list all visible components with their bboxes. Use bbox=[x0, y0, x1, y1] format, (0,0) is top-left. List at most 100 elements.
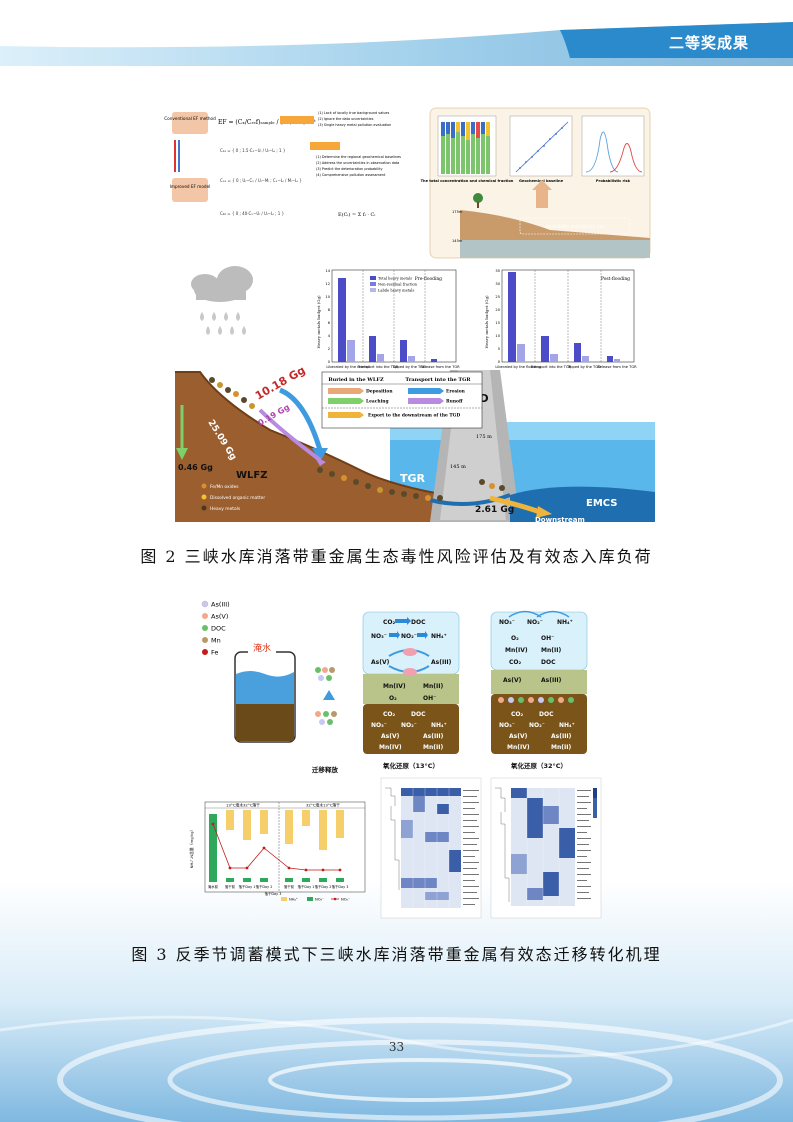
improved-label: Improved EF model bbox=[170, 184, 211, 189]
svg-text:NO₂⁻: NO₂⁻ bbox=[341, 898, 350, 902]
process-legend: Buried in the WLFZ Transport into the TG… bbox=[321, 371, 483, 429]
conventional-label: Conventional EF method bbox=[164, 116, 216, 121]
rain-drops-icon bbox=[200, 312, 246, 335]
svg-text:As(III): As(III) bbox=[211, 601, 230, 609]
svg-text:Mn(IV): Mn(IV) bbox=[383, 683, 406, 690]
svg-text:Transport into the TGR: Transport into the TGR bbox=[357, 365, 399, 369]
stacked-bars bbox=[441, 122, 490, 174]
svg-text:As(III): As(III) bbox=[431, 659, 452, 666]
svg-text:落干前: 落干前 bbox=[225, 884, 236, 889]
svg-text:Release from the TGR: Release from the TGR bbox=[420, 365, 460, 369]
svg-text:Downstream: Downstream bbox=[535, 516, 585, 524]
particles-32 bbox=[498, 697, 574, 703]
svg-text:Liberated by the flooding: Liberated by the flooding bbox=[495, 365, 540, 369]
svg-text:Leaching: Leaching bbox=[366, 400, 389, 405]
svg-text:Transport into the TGR: Transport into the TGR bbox=[530, 365, 572, 369]
svg-text:As(III): As(III) bbox=[551, 733, 572, 740]
svg-text:(1) Determine the regional geo: (1) Determine the regional geochemical b… bbox=[316, 155, 401, 159]
svg-text:NH₄⁺: NH₄⁺ bbox=[431, 633, 447, 640]
ef-formula: EF = (Cₓ/Cᵣₑf)ₛₐₘₚₗₑ / (Cₓ/Cᵣₑf)ᶜʳᵘˢᵗ bbox=[218, 119, 316, 126]
svg-text:NO₃⁻: NO₃⁻ bbox=[315, 898, 324, 902]
svg-text:13°C淹水32°C落干: 13°C淹水32°C落干 bbox=[226, 803, 260, 808]
svg-text:Mn(IV): Mn(IV) bbox=[379, 744, 402, 751]
svg-text:As(V): As(V) bbox=[503, 677, 522, 684]
svg-text:Liberated by the rainfall: Liberated by the rainfall bbox=[326, 365, 369, 369]
svg-text:落干前: 落干前 bbox=[284, 884, 295, 889]
svg-text:NH₄⁺: NH₄⁺ bbox=[557, 619, 573, 626]
svg-text:10: 10 bbox=[495, 334, 500, 338]
svg-text:The total concentration and ch: The total concentration and chemical fra… bbox=[421, 179, 514, 183]
svg-text:25: 25 bbox=[495, 295, 500, 299]
redox-panel-32: NO₃⁻ NO₂⁻ NH₄⁺ O₂ OH⁻ Mn(IV) Mn(II) CO₂ … bbox=[490, 610, 588, 754]
svg-text:Mn(IV): Mn(IV) bbox=[505, 647, 528, 654]
svg-text:As mobility and toxicity risk: As mobility and toxicity risk bbox=[546, 224, 605, 229]
cloud-icon bbox=[191, 266, 253, 302]
svg-text:淹水: 淹水 bbox=[253, 642, 271, 654]
svg-text:Mn(II): Mn(II) bbox=[541, 647, 561, 654]
svg-text:DOC: DOC bbox=[211, 625, 226, 633]
svg-text:15: 15 bbox=[495, 321, 500, 325]
svg-text:NO₂⁻: NO₂⁻ bbox=[527, 619, 543, 626]
nitrogen-chart: 13°C淹水32°C落干 32°C淹水13°C落干 NH₄⁺-N含量（mg/kg… bbox=[189, 801, 366, 902]
svg-text:Fe/Mn oxides: Fe/Mn oxides bbox=[210, 484, 239, 490]
svg-text:落干Day 1: 落干Day 1 bbox=[239, 884, 256, 889]
svg-text:20: 20 bbox=[495, 308, 500, 312]
figure-2-caption: 图 2 三峡水库消落带重金属生态毒性风险评估及有效态入库负荷 bbox=[140, 547, 653, 566]
svg-text:145m: 145m bbox=[452, 239, 463, 243]
svg-text:淹水前: 淹水前 bbox=[208, 884, 219, 889]
svg-text:Transport into the TGR: Transport into the TGR bbox=[405, 377, 471, 383]
svg-text:NO₃⁻: NO₃⁻ bbox=[499, 619, 515, 626]
element-legend: As(III) As(V) DOC Mn Fe bbox=[201, 601, 230, 657]
svg-text:(2) Address the uncertainties: (2) Address the uncertainties in observa… bbox=[316, 161, 399, 165]
svg-text:Cₓₑ = { 0 ; Uᵢ−Cₓ / Uᵢ−Mᵢ ;: Cₓₑ = { 0 ; Uᵢ−Cₓ / Uᵢ−Mᵢ ; Cₓ−Lᵢ / Mᵢ−L… bbox=[220, 178, 302, 183]
svg-text:E(Cᵢ) = Σ fᵢ · Cᵢ: E(Cᵢ) = Σ fᵢ · Cᵢ bbox=[338, 211, 375, 218]
svg-text:NO₃⁻: NO₃⁻ bbox=[371, 722, 387, 729]
svg-text:Tipped by the TGD: Tipped by the TGD bbox=[566, 365, 601, 369]
svg-text:Mn(II): Mn(II) bbox=[423, 683, 443, 690]
heatmap-32 bbox=[490, 777, 602, 919]
svg-text:145 m: 145 m bbox=[450, 464, 466, 470]
piecewise-formulas: C₁ₐ = { 0 ; 1.5·Cₓ−Uᵢ / Uᵢ−Lᵢ ; 1 } Cₓₑ … bbox=[220, 148, 302, 216]
svg-text:Buried in the WLFZ: Buried in the WLFZ bbox=[328, 377, 384, 383]
svg-text:C₁ₐ = { 0 ; 1.5·Cₓ−Uᵢ / Uᵢ−Lᵢ: C₁ₐ = { 0 ; 1.5·Cₓ−Uᵢ / Uᵢ−Lᵢ ; 1 } bbox=[220, 148, 286, 153]
svg-text:(4) Comprehensive pollution as: (4) Comprehensive pollution assessment bbox=[316, 173, 386, 177]
post-flooding-chart: Post-flooding Heavy metals budget (Gg) 0… bbox=[484, 269, 637, 369]
label-migration: 迁移释放 bbox=[312, 765, 339, 774]
particles bbox=[209, 377, 505, 501]
svg-text:DOC: DOC bbox=[541, 659, 556, 666]
label-redox-13: 氧化还原（13°C） bbox=[382, 761, 439, 770]
redox-panel-13: CO₂ DOC NO₃⁻ NO₂⁻ NH₄⁺ As(V) As(III) Mn(… bbox=[362, 611, 460, 754]
svg-text:OH⁻: OH⁻ bbox=[541, 635, 554, 642]
svg-text:NO₃⁻: NO₃⁻ bbox=[499, 722, 515, 729]
svg-text:CO₂: CO₂ bbox=[383, 619, 396, 626]
svg-text:CO₂: CO₂ bbox=[383, 711, 396, 718]
figure-2: Conventional EF method Improved EF model… bbox=[160, 100, 655, 530]
svg-text:2: 2 bbox=[328, 347, 330, 351]
svg-text:CO₂: CO₂ bbox=[511, 711, 524, 718]
background-wave bbox=[0, 880, 793, 1122]
svg-text:NH₄⁺: NH₄⁺ bbox=[559, 722, 575, 729]
svg-text:Non-residual fraction: Non-residual fraction bbox=[378, 283, 418, 287]
svg-text:Mn(IV): Mn(IV) bbox=[507, 744, 530, 751]
pre-flooding-chart: Pre-flooding Heavy metals budget (Gg) 0 … bbox=[316, 269, 460, 369]
svg-text:175 m: 175 m bbox=[476, 434, 492, 440]
flood-tank: 淹水 bbox=[234, 640, 296, 743]
svg-text:O₂: O₂ bbox=[511, 635, 519, 642]
svg-text:Tipped by the TGD: Tipped by the TGD bbox=[391, 365, 426, 369]
erosion-arrow bbox=[278, 387, 323, 451]
svg-text:6: 6 bbox=[328, 321, 331, 325]
svg-text:落干Day 1: 落干Day 1 bbox=[298, 884, 315, 889]
svg-text:Mn: Mn bbox=[211, 637, 221, 645]
figure-2-graphic: Conventional EF method Improved EF model… bbox=[164, 107, 655, 524]
svg-text:12: 12 bbox=[325, 282, 330, 286]
svg-text:As(V): As(V) bbox=[371, 659, 390, 666]
svg-text:落干Day 2: 落干Day 2 bbox=[256, 884, 273, 889]
svg-text:(1) Lack of locally true backg: (1) Lack of locally true background valu… bbox=[318, 111, 389, 115]
page-number: 33 bbox=[388, 1040, 405, 1054]
heatmap-13 bbox=[380, 777, 482, 919]
conventional-box bbox=[172, 112, 208, 134]
notes-2: (1) Determine the regional geochemical b… bbox=[316, 155, 401, 177]
svg-text:Pre-flooding: Pre-flooding bbox=[415, 277, 442, 282]
svg-text:Release from the TGR: Release from the TGR bbox=[597, 365, 637, 369]
svg-text:0: 0 bbox=[328, 360, 331, 364]
